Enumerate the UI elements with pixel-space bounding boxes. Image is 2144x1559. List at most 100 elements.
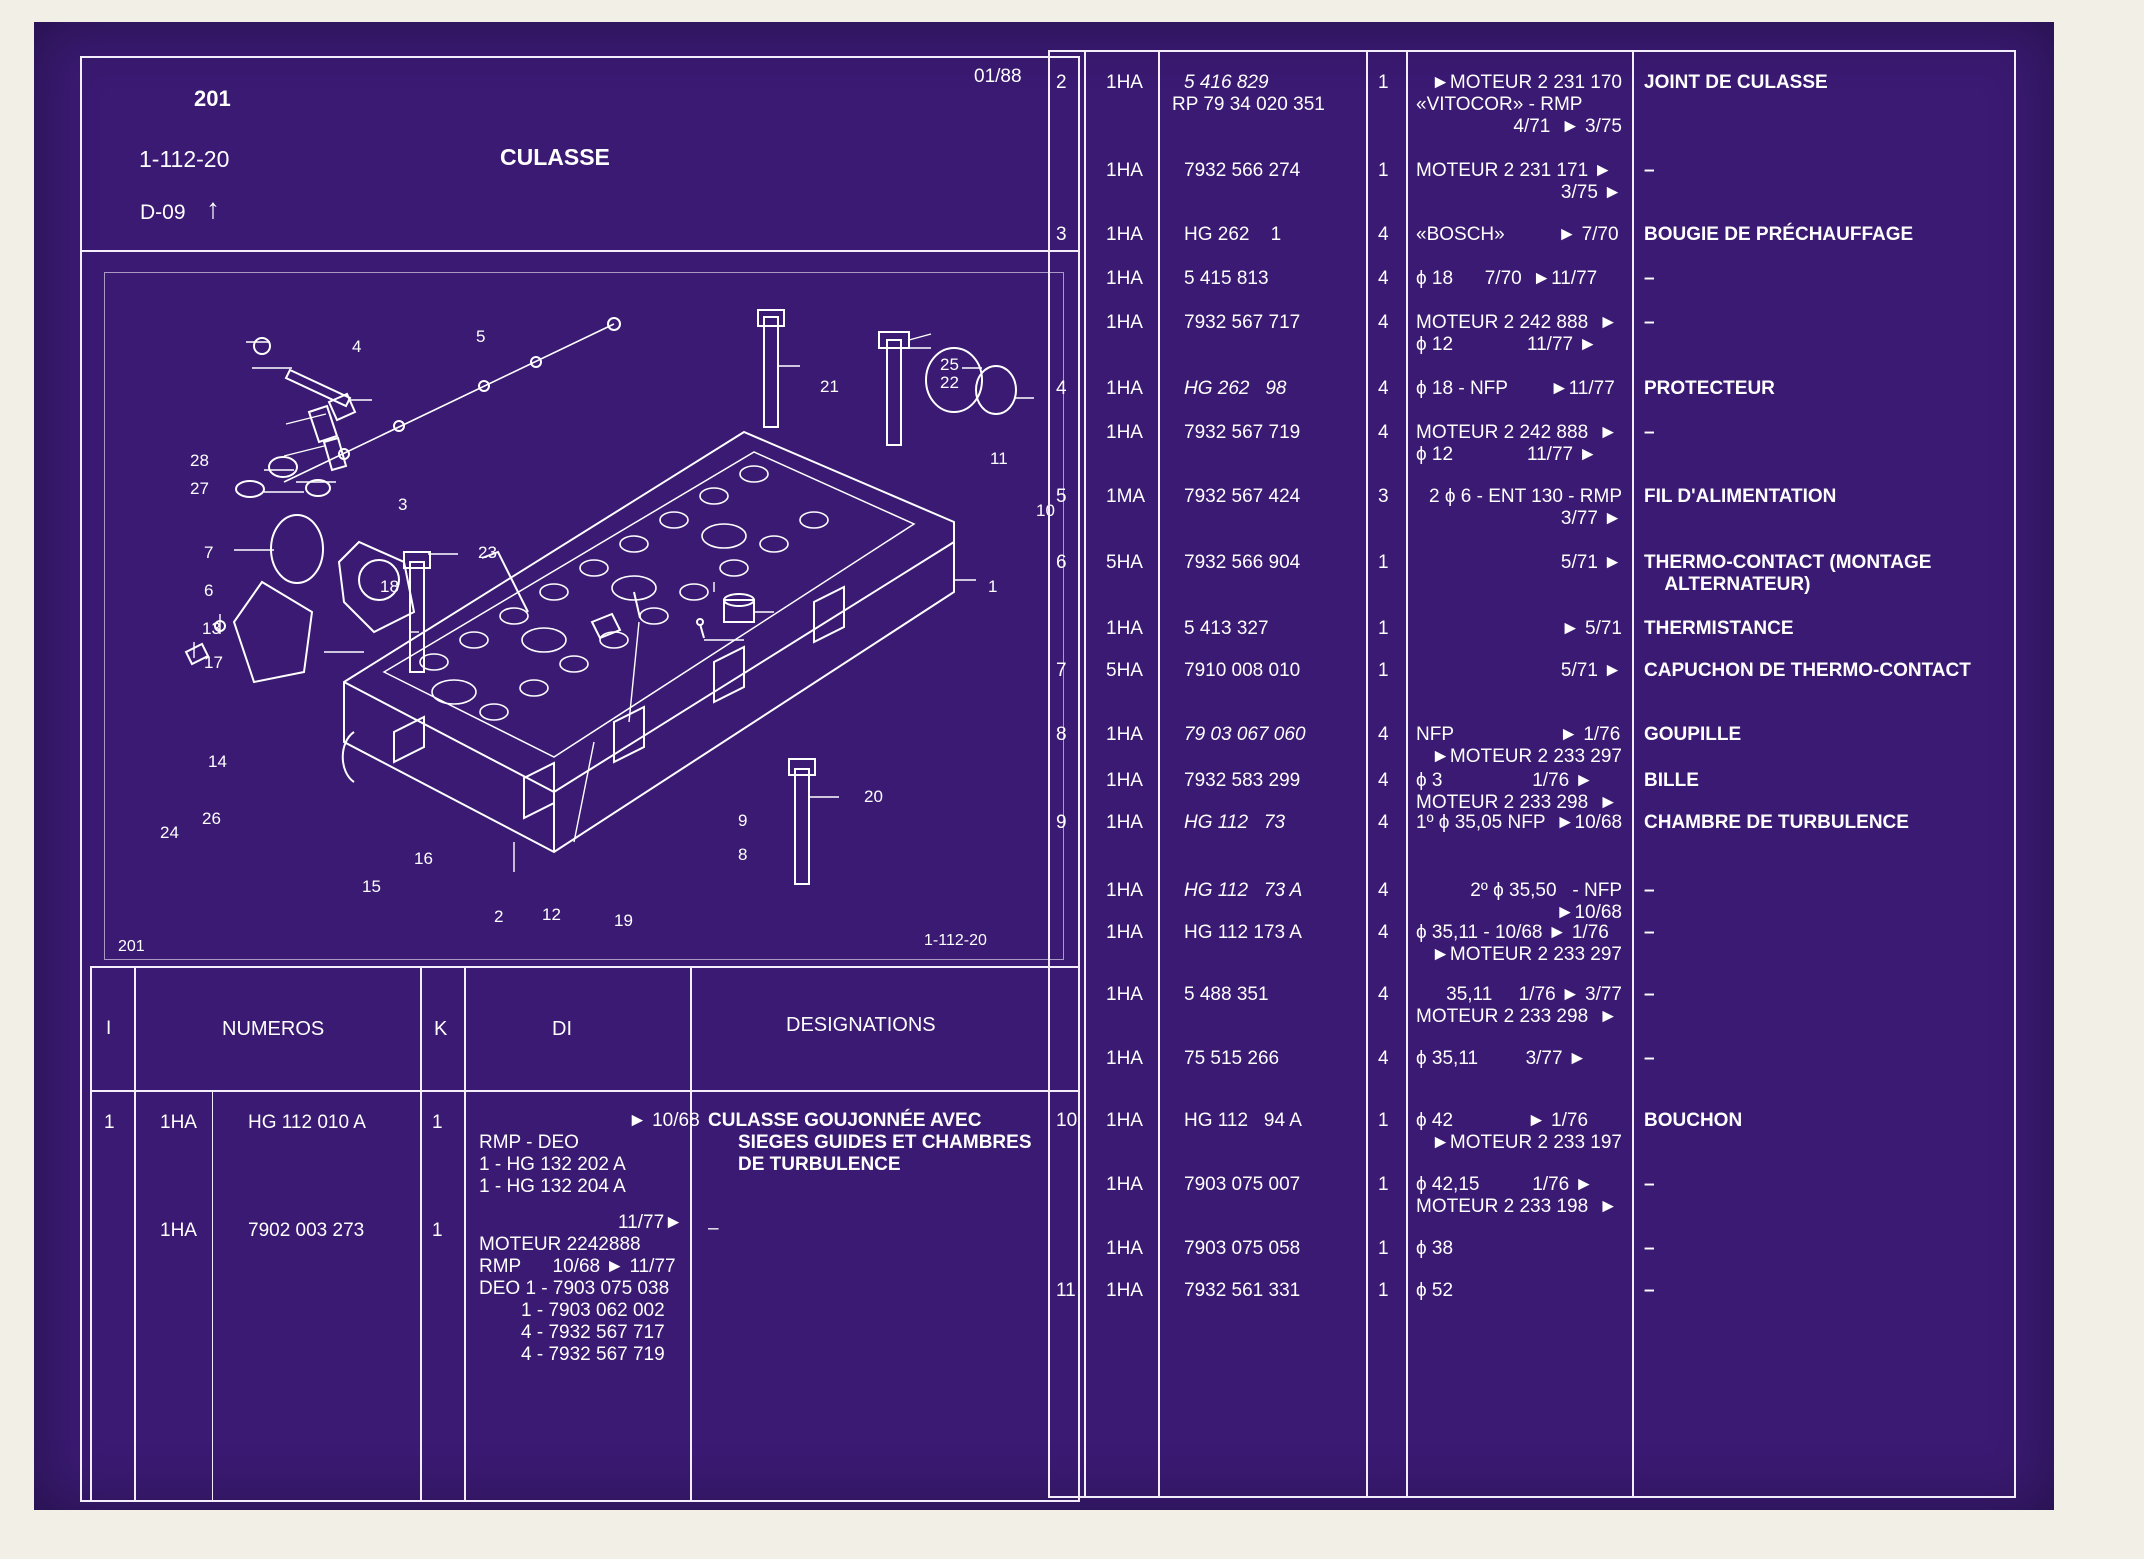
- item-qty: 4: [1378, 312, 1389, 333]
- callout-19: 19: [614, 911, 633, 930]
- item-di: 4 - 7932 567 717: [521, 1322, 665, 1343]
- callout-11: 11: [990, 449, 1008, 468]
- item-designation: JOINT DE CULASSE: [1644, 72, 1828, 93]
- item-designation: FIL D'ALIMENTATION: [1644, 486, 1837, 507]
- item-di: DEO 1 - 7903 075 038: [479, 1278, 670, 1299]
- callout-8: 8: [738, 845, 747, 864]
- item-number: HG 262 1: [1184, 224, 1282, 245]
- item-qty: 4: [1378, 770, 1389, 791]
- item-di: MOTEUR 2 242 888 ►: [1416, 422, 1618, 443]
- callout-10: 10: [1036, 501, 1055, 520]
- callout-27: 27: [190, 479, 209, 498]
- item-qty: 1: [1378, 618, 1389, 639]
- figure-caption-left: 201: [118, 938, 145, 955]
- item-designation: GOUPILLE: [1644, 724, 1742, 745]
- callout-21: 21: [820, 377, 839, 396]
- col-line: [464, 966, 466, 1502]
- table-header-bottom-line: [90, 1090, 1080, 1092]
- item-di: 2º ϕ 35,50 - NFP: [1470, 880, 1622, 901]
- item-qty: 1: [1378, 660, 1389, 681]
- item-di: ϕ 52: [1416, 1280, 1454, 1301]
- item-index: 4: [1056, 378, 1067, 399]
- item-di: 2 ϕ 6 - ENT 130 - RMP: [1429, 486, 1622, 507]
- item-prefix: 1HA: [1106, 1110, 1143, 1131]
- item-di: ϕ 18 - NFP ►11/77: [1416, 378, 1615, 399]
- col-line: [1632, 50, 1634, 1498]
- item-index: 3: [1056, 224, 1067, 245]
- item-designation: –: [708, 1218, 719, 1239]
- callout-22: 22: [940, 373, 959, 392]
- item-qty: 1: [1378, 1280, 1389, 1301]
- item-designation: –: [1644, 312, 1655, 333]
- item-di: 5/71 ►: [1560, 552, 1622, 573]
- callout-20: 20: [864, 787, 883, 806]
- item-designation: –: [1644, 422, 1655, 443]
- callout-23: 23: [478, 543, 497, 562]
- item-di: 11/77►: [618, 1212, 683, 1233]
- col-line: [1158, 50, 1160, 1498]
- item-number: HG 112 173 A: [1184, 922, 1302, 943]
- section-ref: 1-112-20: [139, 146, 230, 172]
- figure-frame: [104, 272, 1064, 960]
- col-line: [134, 966, 136, 1502]
- item-qty: 1: [1378, 1238, 1389, 1259]
- item-designation: –: [1644, 1238, 1655, 1259]
- item-di: 1 - HG 132 204 A: [479, 1176, 626, 1197]
- item-di: ► 10/68: [628, 1110, 700, 1131]
- item-designation: –: [1644, 1174, 1655, 1195]
- header-divider: [80, 250, 1080, 252]
- callout-16: 16: [414, 849, 433, 868]
- item-index: 2: [1056, 72, 1067, 93]
- col-line: [1084, 50, 1086, 1498]
- item-prefix: 1HA: [1106, 312, 1143, 333]
- item-designation: CAPUCHON DE THERMO-CONTACT: [1644, 660, 1971, 681]
- callout-3: 3: [398, 495, 407, 514]
- item-prefix: 1HA: [1106, 72, 1143, 93]
- item-qty: 1: [432, 1220, 443, 1241]
- callout-4: 4: [352, 337, 361, 356]
- item-designation: CHAMBRE DE TURBULENCE: [1644, 812, 1909, 833]
- microfiche-sheet: 201 01/88 1-112-20 CULASSE D-09 ↑: [34, 22, 2054, 1510]
- item-prefix: 1HA: [1106, 378, 1143, 399]
- col-header-designations: DESIGNATIONS: [786, 1014, 936, 1036]
- item-qty: 4: [1378, 1048, 1389, 1069]
- item-di: «VITOCOR» - RMP: [1416, 94, 1583, 115]
- item-qty: 1: [1378, 552, 1389, 573]
- item-di: ϕ 12 11/77 ►: [1416, 334, 1598, 355]
- col-header-numeros: NUMEROS: [222, 1018, 325, 1040]
- item-number: 7932 561 331: [1184, 1280, 1301, 1301]
- item-number: HG 262 98: [1184, 378, 1287, 399]
- item-index: 9: [1056, 812, 1067, 833]
- item-number: 7932 567 424: [1184, 486, 1301, 507]
- callout-12: 12: [542, 905, 561, 924]
- item-di: 1 - HG 132 202 A: [479, 1154, 626, 1175]
- item-designation: CULASSE GOUJONNÉE AVEC: [708, 1110, 982, 1131]
- callout-7: 7: [204, 543, 213, 562]
- figure-caption-right: 1-112-20: [924, 932, 987, 949]
- item-prefix: 1HA: [1106, 224, 1143, 245]
- item-prefix: 1HA: [1106, 984, 1143, 1005]
- callout-6: 6: [204, 581, 213, 600]
- item-qty: 4: [1378, 724, 1389, 745]
- item-index: 5: [1056, 486, 1067, 507]
- item-designation: BILLE: [1644, 770, 1699, 791]
- item-prefix: 5HA: [1106, 660, 1143, 681]
- col-header-i: I: [106, 1018, 112, 1039]
- item-designation: PROTECTEUR: [1644, 378, 1775, 399]
- item-index: 8: [1056, 724, 1067, 745]
- item-designation: BOUCHON: [1644, 1110, 1743, 1131]
- item-di: ϕ 12 11/77 ►: [1416, 444, 1598, 465]
- item-di: RMP 10/68 ► 11/77: [479, 1256, 676, 1277]
- item-di: ϕ 38: [1416, 1238, 1454, 1259]
- item-number: 75 515 266: [1184, 1048, 1280, 1069]
- item-prefix: 1HA: [1106, 268, 1143, 289]
- item-prefix: 1HA: [1106, 1280, 1143, 1301]
- item-designation: THERMISTANCE: [1644, 618, 1794, 639]
- col-line: [212, 1090, 213, 1502]
- page-number: 201: [194, 86, 231, 111]
- item-number: 7932 583 299: [1184, 770, 1301, 791]
- item-number: 5 488 351: [1184, 984, 1269, 1005]
- item-di: MOTEUR 2242888: [479, 1234, 641, 1255]
- item-designation: DE TURBULENCE: [738, 1154, 901, 1175]
- callout-18: 18: [380, 577, 399, 596]
